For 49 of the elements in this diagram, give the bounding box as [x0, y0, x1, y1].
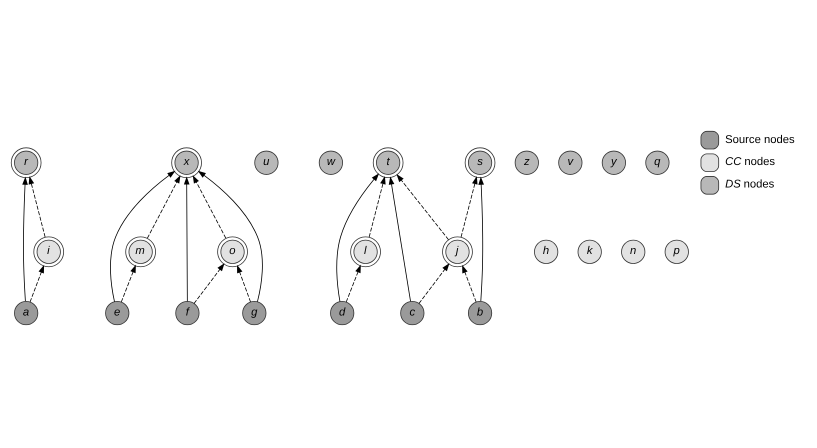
arrow [418, 263, 450, 304]
node-circle: l [350, 236, 381, 268]
arrow [30, 264, 44, 302]
node-circle: w [318, 150, 343, 175]
arrow [110, 170, 176, 302]
node-circle: j [442, 236, 473, 268]
node-circle: o [217, 236, 248, 268]
node-circle: q [645, 150, 670, 175]
arrow [336, 173, 380, 302]
arrow [462, 264, 477, 302]
node-circle: i [33, 236, 64, 268]
arrow [368, 176, 386, 238]
legend-label: CC nodes [725, 156, 776, 168]
node-circle: p [664, 240, 689, 264]
node-circle: h [534, 240, 558, 264]
node-circle: k [578, 240, 602, 264]
node-circle: u [254, 150, 278, 175]
legend-label: Source nodes [725, 134, 795, 146]
arrow [198, 170, 263, 302]
node-circle: v [558, 150, 582, 175]
node-circle: z [514, 150, 539, 175]
arrow [28, 176, 46, 238]
node-circle: g [242, 301, 266, 326]
arrow [396, 174, 449, 240]
arrow [388, 176, 411, 302]
node-circle: m [125, 236, 156, 268]
node-circle: s [464, 147, 496, 178]
arrow [346, 264, 361, 302]
node-circle: f [175, 301, 200, 326]
arrow [120, 264, 136, 302]
node-circle: t [372, 147, 404, 178]
node-circle: b [468, 301, 492, 326]
node-circle: e [105, 301, 130, 326]
node-circle: n [621, 240, 646, 264]
node-circle: r [10, 147, 42, 178]
node-circle: d [330, 301, 354, 326]
arrow [184, 176, 190, 302]
node-circle: y [602, 150, 626, 175]
arrow [237, 264, 251, 302]
node-circle: x [171, 147, 202, 178]
arrow [460, 176, 478, 238]
arrow [22, 176, 28, 302]
node-circle: c [400, 301, 424, 326]
arrow [478, 176, 484, 302]
arrow [147, 175, 180, 238]
node-circle: a [14, 301, 38, 326]
legend-label: DS nodes [725, 178, 774, 190]
arrow [192, 175, 226, 238]
arrow [194, 263, 225, 304]
